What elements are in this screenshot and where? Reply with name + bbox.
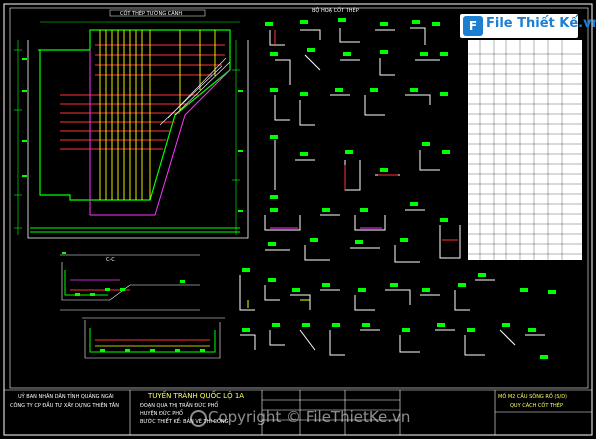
owner-label: UỶ BAN NHÂN DÂN TỈNH QUẢNG NGÃI [18,394,114,400]
rebar-shapes [239,18,556,359]
wing-wall-title: CỐT THÉP TƯỜNG CÁNH [120,11,183,17]
watermark-text: Copyright © FileThietKe.vn [208,408,411,426]
steel-schedule-table [468,40,582,260]
copyright-icon [190,410,207,427]
site-logo: F File Thiết Kế.vn [460,14,596,38]
project-line-3: HUYỆN ĐỨC PHỔ [140,411,183,417]
project-line-1: TUYẾN TRÁNH QUỐC LỘ 1A [148,392,245,400]
drawing-frame [3,3,593,436]
logo-mark-icon: F [463,16,483,36]
section-label: C-C [106,257,115,263]
section-c-c-drawing [60,252,225,359]
sheet-subtitle: QUY CÁCH CỐT THÉP [510,403,563,409]
wing-wall-rebar-drawing [14,9,249,239]
inner-frame [9,7,589,389]
sheet-title: MỐ M2 CẦU SÔNG RỒ (S/D) [498,394,568,400]
rebar-schedule-title: BỘ HOẠ CỐT THÉP [312,8,359,14]
steel-schedule-rows [468,40,582,260]
project-line-4: BƯỚC THIẾT KẾ: BẢN VẼ THI CÔNG [140,419,229,425]
company-label: CÔNG TY CP ĐẦU TƯ XÂY DỰNG THIÊN TÂN [10,403,119,409]
project-line-2: ĐOẠN QUA THỊ TRẤN ĐỨC PHỔ [140,403,219,409]
logo-text: File Thiết Kế.vn [486,16,596,31]
title-block-frame [4,389,592,435]
